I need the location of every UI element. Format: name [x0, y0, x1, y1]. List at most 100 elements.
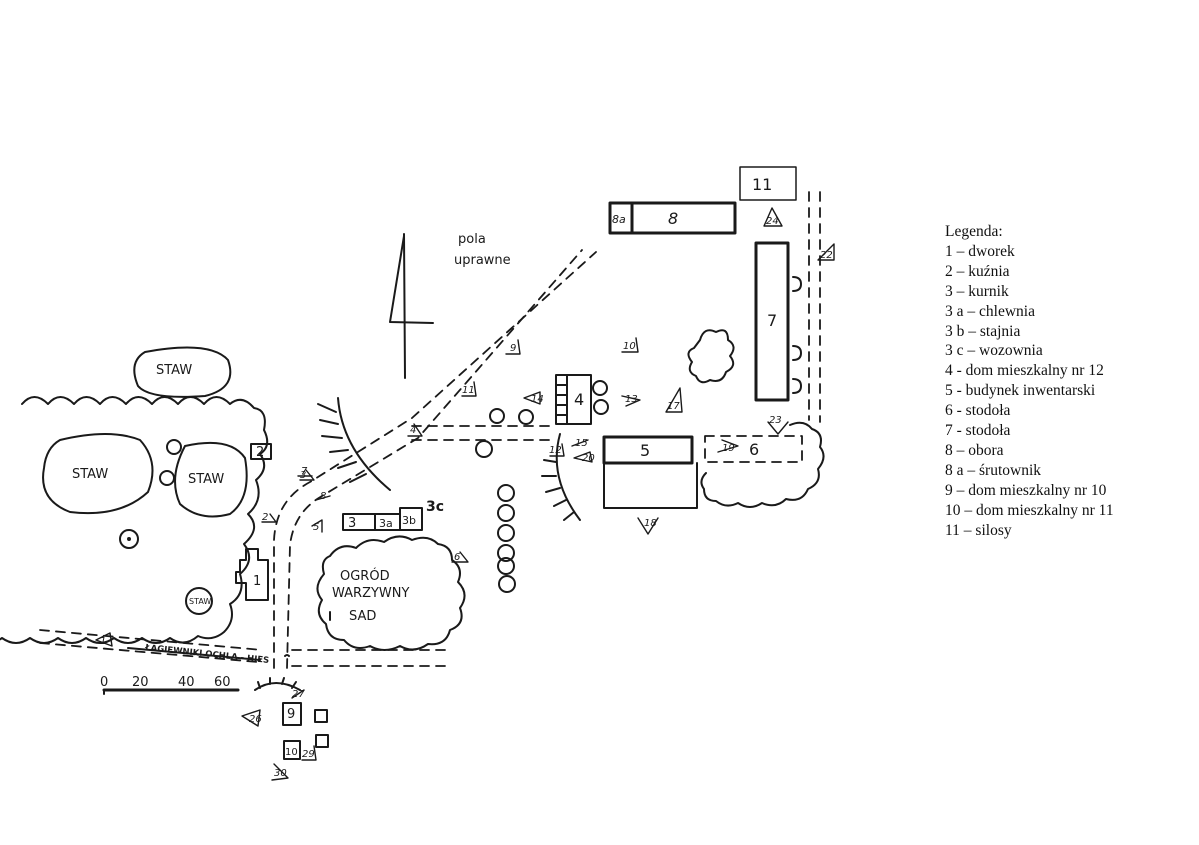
legend-item: 7 - stodoła [945, 422, 1011, 440]
viewpoint-4: 4 [407, 423, 423, 437]
svg-text:STAW: STAW [188, 472, 224, 487]
svg-text:22: 22 [820, 250, 833, 261]
building-4: 4 [555, 374, 609, 425]
legend-item: 5 - budynek inwentarski [945, 382, 1096, 400]
svg-text:8: 8 [668, 209, 678, 228]
svg-text:SAD: SAD [349, 609, 376, 624]
viewpoint-24: 24 [763, 207, 783, 227]
viewpoint-9: 9 [505, 339, 521, 355]
garden-orchard: OGRÓD WARZYWNY SAD [316, 535, 466, 651]
building-8: 8a 8 [608, 201, 737, 235]
viewpoint-29: 29 [301, 745, 317, 761]
viewpoint-6: 6 [451, 551, 469, 563]
building-3-group: 3 3a 3b 3c [342, 499, 444, 531]
viewpoint-markers: 1 2 3 4 5 6 7 8 9 10 11 12 13 14 15 17 1… [95, 207, 835, 781]
svg-text:30: 30 [274, 768, 287, 779]
svg-text:1: 1 [100, 636, 106, 647]
building-5: 5 [602, 435, 698, 509]
legend-item: 4 - dom mieszkalny nr 12 [945, 362, 1104, 380]
svg-text:7: 7 [301, 466, 308, 477]
well [119, 529, 139, 549]
viewpoint-10: 10 [621, 337, 639, 353]
viewpoint-8: 8 [315, 491, 331, 502]
legend-item: 3 – kurnik [945, 282, 1009, 300]
pond-2: STAW [42, 433, 154, 515]
svg-text:6: 6 [454, 552, 460, 563]
viewpoint-18: 18 [637, 517, 659, 535]
viewpoint-5: 5 [311, 519, 323, 533]
svg-text:OGRÓD: OGRÓD [340, 568, 390, 584]
pond-small-b [159, 470, 175, 486]
bush [687, 329, 735, 384]
svg-text:9: 9 [510, 343, 516, 354]
viewpoint-14: 14 [523, 391, 544, 405]
svg-text:19: 19 [722, 443, 735, 454]
pond-small-a [166, 439, 182, 455]
svg-text:8a: 8a [612, 213, 626, 226]
svg-text:1: 1 [253, 574, 261, 589]
legend-item: 8 – obora [945, 441, 1004, 459]
viewpoint-26: 26 [241, 709, 262, 727]
svg-text:14: 14 [531, 394, 544, 405]
pond-3: STAW [174, 441, 248, 518]
viewpoint-7: 7 [297, 466, 313, 477]
svg-text:15: 15 [575, 438, 588, 449]
legend-title: Legenda: [945, 223, 1003, 240]
svg-text:24: 24 [766, 216, 779, 227]
svg-text:7: 7 [767, 311, 777, 330]
svg-text:20: 20 [132, 675, 149, 690]
svg-text:6: 6 [749, 440, 759, 459]
svg-text:40: 40 [178, 675, 195, 690]
svg-text:27: 27 [292, 689, 305, 700]
legend-item: 3 a – chlewnia [945, 302, 1035, 320]
svg-text:4: 4 [574, 390, 584, 409]
svg-text:60: 60 [214, 675, 231, 690]
legend-item: 3 b – stajnia [945, 322, 1021, 340]
svg-text:STAW: STAW [189, 597, 211, 606]
pond-1: STAW [133, 346, 232, 398]
svg-text:10: 10 [623, 341, 636, 352]
svg-text:11: 11 [752, 175, 772, 194]
svg-text:5: 5 [640, 441, 650, 460]
svg-text:0: 0 [100, 675, 108, 690]
svg-text:STAW: STAW [72, 467, 108, 482]
legend-item: 1 – dworek [945, 242, 1015, 260]
svg-text:20: 20 [582, 453, 595, 464]
svg-text:WARZYWNY: WARZYWNY [332, 586, 409, 601]
viewpoint-23: 23 [767, 415, 789, 435]
legend-item: 3 c – wozownia [945, 342, 1043, 360]
svg-text:13: 13 [625, 394, 638, 405]
pond-4: STAW [185, 587, 213, 615]
tree-line-left [0, 396, 269, 644]
legend-item: 8 a – śrutownik [945, 461, 1042, 479]
svg-text:8: 8 [320, 491, 326, 502]
tree-line-right [700, 421, 825, 508]
legend-item: 2 – kuźnia [945, 262, 1010, 280]
svg-text:29: 29 [302, 749, 315, 760]
viewpoint-17: 17 [665, 387, 683, 413]
legend-item: 11 – silosy [945, 521, 1012, 539]
roads [39, 191, 821, 669]
viewpoint-13: 13 [621, 394, 641, 407]
viewpoint-1: 1 [95, 632, 113, 647]
svg-text:4: 4 [410, 425, 416, 436]
svg-text:11: 11 [462, 385, 475, 396]
fields-label-1: pola [458, 232, 486, 247]
viewpoint-22: 22 [817, 243, 835, 261]
building-7: 7 [754, 241, 802, 402]
gate-arc [254, 682, 301, 691]
viewpoint-2: 2 [261, 512, 277, 523]
svg-text:5: 5 [313, 522, 319, 533]
svg-text:3b: 3b [402, 514, 416, 527]
road-arrow [127, 647, 261, 661]
viewpoint-12: 12 [549, 443, 565, 457]
legend-item: 10 – dom mieszkalny nr 11 [945, 501, 1114, 519]
viewpoint-19: 19 [717, 439, 739, 454]
svg-text:3c: 3c [426, 499, 444, 515]
building-10: 10 [283, 740, 301, 760]
building-1: 1 [235, 548, 269, 601]
svg-text:STAW: STAW [156, 363, 192, 378]
legend-item: 6 - stodoła [945, 402, 1011, 420]
tree-row [475, 408, 534, 593]
